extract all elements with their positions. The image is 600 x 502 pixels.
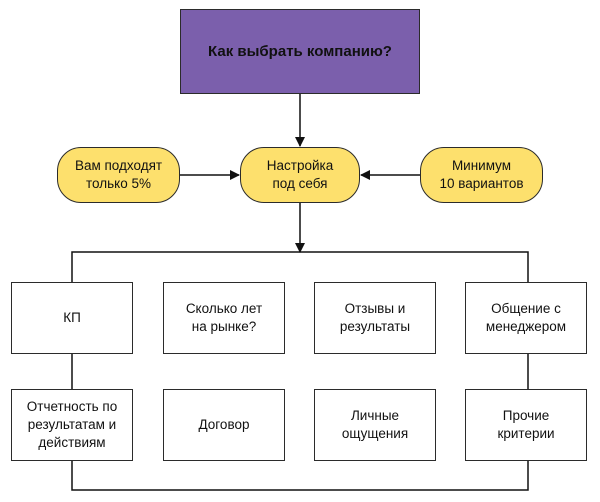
option-node-kp: КП <box>11 282 133 354</box>
option-node-other-criteria: Прочие критерии <box>465 389 587 461</box>
bracket-bottom-bus <box>71 461 529 491</box>
diagram-title-node: Как выбрать компанию? <box>180 9 420 94</box>
option-node-contract: Договор <box>163 389 285 461</box>
option-node-reviews: Отзывы и результаты <box>314 282 436 354</box>
option-node-reporting: Отчетность по результатам и действиям <box>11 389 133 461</box>
left-note-node: Вам подходят только 5% <box>57 147 180 203</box>
right-note-node: Минимум 10 вариантов <box>420 147 543 203</box>
bracket-left-bus <box>71 251 529 282</box>
option-node-manager-talk: Общение с менеджером <box>465 282 587 354</box>
option-node-years-on-market: Сколько лет на рынке? <box>163 282 285 354</box>
option-node-feelings: Личные ощущения <box>314 389 436 461</box>
center-node: Настройка под себя <box>240 147 360 203</box>
